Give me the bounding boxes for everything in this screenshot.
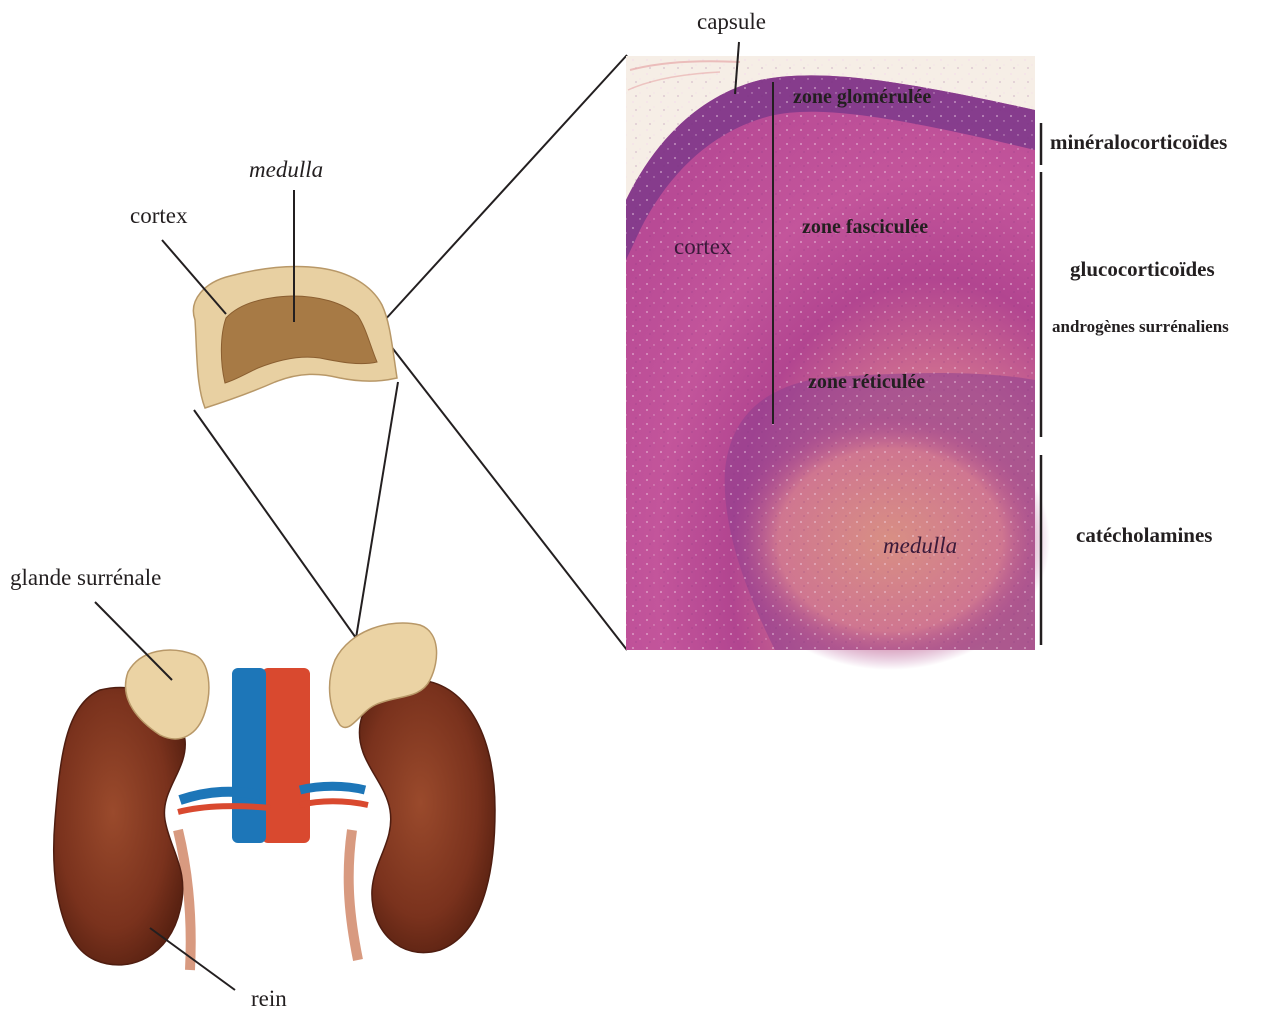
kidney-right (359, 680, 495, 953)
histo-cortex-label: cortex (674, 235, 731, 258)
zone-reticulee-label: zone réticulée (808, 372, 925, 392)
renal-artery-right (300, 801, 368, 805)
renal-vein-right (300, 786, 365, 790)
connector-lower (383, 336, 627, 650)
connector-gland-right (356, 382, 398, 638)
aorta (262, 668, 310, 843)
kidneys-illustration (54, 623, 495, 970)
glucocorticoides-label: glucocorticoïdes (1070, 259, 1215, 280)
connector-upper (383, 55, 627, 322)
mineralocorticoides-label: minéralocorticoïdes (1050, 132, 1227, 153)
glande-surrenale-label: glande surrénale (10, 566, 161, 589)
zone-glomerulee-label: zone glomérulée (793, 87, 931, 107)
zone-fasciculee-label: zone fasciculée (802, 217, 928, 237)
histology-panel (626, 56, 1050, 670)
capsule-label: capsule (697, 10, 766, 33)
vena-cava (232, 668, 266, 843)
ureter-right (349, 830, 358, 960)
connector-gland-left (194, 410, 356, 638)
gland-cross-section (193, 266, 397, 408)
androgenes-label: androgènes surrénaliens (1052, 318, 1229, 335)
histo-texture (626, 56, 1035, 650)
rein-label: rein (251, 987, 287, 1010)
histo-medulla-label: medulla (883, 534, 957, 557)
catecholamines-label: catécholamines (1076, 525, 1212, 546)
medulla-label: medulla (249, 158, 323, 181)
cortex-label: cortex (130, 204, 187, 227)
